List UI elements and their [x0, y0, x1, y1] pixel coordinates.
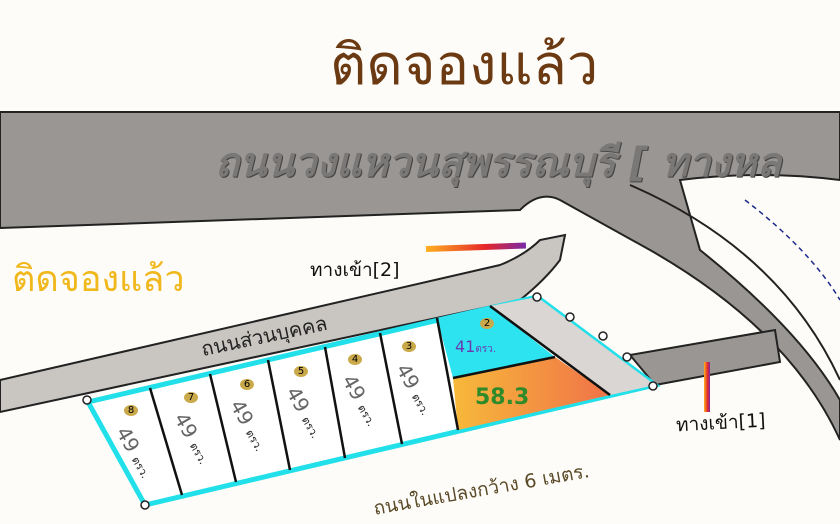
plot-3-number: 3	[402, 341, 416, 352]
arrow-entrance-2	[425, 242, 527, 252]
entrance-2-label: ทางเข้า[2]	[310, 259, 400, 281]
plot-dividers	[148, 304, 611, 496]
entrance-1-label: ทางเข้า[1]	[675, 409, 767, 437]
area-unit: ตรว.	[475, 344, 497, 355]
curve-edge	[629, 184, 840, 381]
private-road	[0, 233, 567, 414]
plot-6-number: 6	[240, 379, 254, 390]
hatched-area	[490, 297, 655, 395]
side-road	[628, 328, 782, 387]
plot-2	[437, 306, 555, 378]
plot-2-area: 41ตรว.	[455, 337, 496, 357]
dashed-line	[744, 199, 840, 301]
reserved-stamp-small: ติดจองแล้ว	[12, 259, 185, 300]
survey-markers	[82, 292, 658, 510]
plot-2-number: 2	[480, 318, 494, 329]
arrow-entrance-1	[704, 362, 710, 412]
reserved-stamp-large: ติดจองแล้ว	[330, 33, 599, 98]
plot-4-number: 4	[348, 354, 362, 365]
plot-1-area: 58.3	[475, 385, 530, 410]
plot-5-number: 5	[294, 366, 308, 377]
plot-7-number: 7	[184, 392, 198, 403]
plot-8-number: 8	[124, 405, 138, 416]
main-road-label: ถนนวงแหวนสุพรรณบุรี [ ทางหล	[215, 140, 781, 186]
area-value: 41	[455, 337, 476, 356]
plot-1	[453, 357, 610, 430]
